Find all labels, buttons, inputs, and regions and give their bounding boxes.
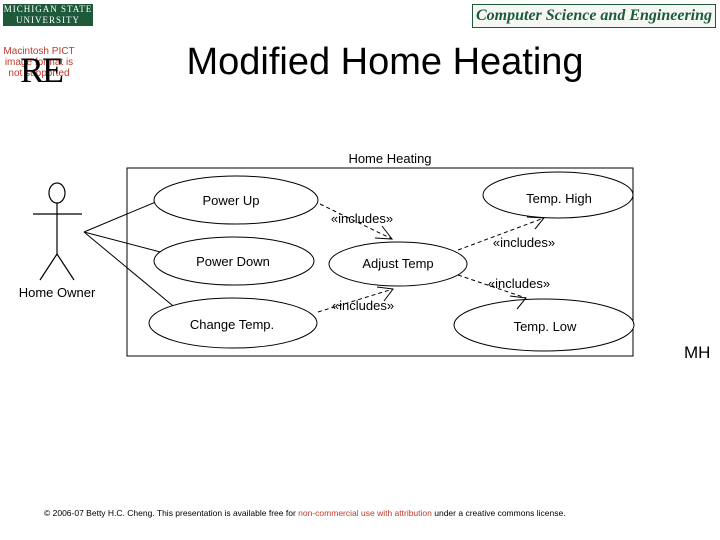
- include-arrow-temp-low: [457, 274, 527, 299]
- include-arrowhead-4: [509, 295, 527, 310]
- re-logo: RE: [20, 50, 64, 90]
- usecase-power-down: [153, 236, 315, 286]
- include-label-1: «includes»: [331, 211, 393, 226]
- usecase-adjust-temp: [328, 241, 468, 287]
- include-arrow-power-up: [319, 203, 393, 240]
- slide-title: Modified Home Heating: [186, 41, 584, 83]
- pict-placeholder: Macintosh PICT image format is not suppo…: [3, 46, 75, 79]
- include-label-2: «includes»: [493, 235, 555, 250]
- include-arrowhead-3: [526, 216, 546, 230]
- footer-copyright: © 2006-07 Betty H.C. Cheng. This present…: [44, 508, 296, 518]
- usecase-temp-low-label: Temp. Low: [514, 319, 577, 334]
- usecase-change-temp: [148, 297, 318, 349]
- footer-license-terms: non-commercial use with attribution: [298, 508, 432, 518]
- usecase-change-temp-label: Change Temp.: [190, 317, 274, 332]
- cse-logo: Computer Science and Engineering: [472, 4, 716, 28]
- slide-tag: MH: [684, 343, 711, 362]
- system-name: Home Heating: [348, 151, 431, 166]
- usecase-temp-high: [482, 171, 634, 219]
- actor-home-owner: [33, 182, 82, 281]
- msu-logo: MICHIGAN STATE UNIVERSITY: [3, 4, 93, 26]
- include-arrowhead-1: [374, 225, 394, 240]
- usecase-power-up-label: Power Up: [202, 193, 259, 208]
- include-arrowhead-2: [376, 286, 394, 302]
- footer-license: © 2006-07 Betty H.C. Cheng. This present…: [44, 508, 566, 518]
- msu-logo-line1: MICHIGAN STATE: [3, 4, 93, 14]
- include-arrow-change-temp: [317, 288, 394, 313]
- include-arrow-temp-high: [457, 217, 545, 251]
- usecase-power-up: [153, 175, 319, 225]
- actor-label: Home Owner: [19, 285, 96, 300]
- system-boundary: [126, 167, 634, 357]
- msu-logo-line2: UNIVERSITY: [16, 15, 80, 25]
- usecase-power-down-label: Power Down: [196, 254, 270, 269]
- footer-license-type: under a creative commons license.: [434, 508, 566, 518]
- usecase-temp-low: [453, 298, 635, 352]
- usecase-temp-high-label: Temp. High: [526, 191, 592, 206]
- usecase-adjust-temp-label: Adjust Temp: [362, 256, 433, 271]
- include-label-3: «includes»: [488, 276, 550, 291]
- include-label-4: «includes»: [332, 298, 394, 313]
